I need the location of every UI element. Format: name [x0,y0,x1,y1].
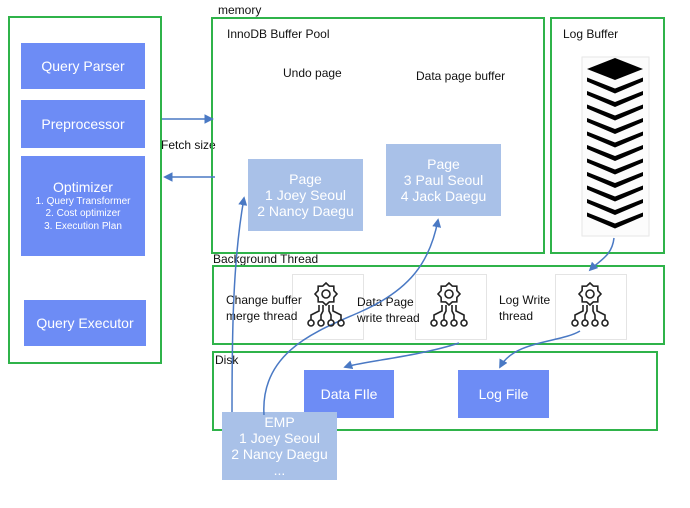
log-buffer-layer [587,172,643,188]
log-buffer-layer [587,145,643,161]
log-file-label: Log File [478,386,529,402]
query-executor-box: Query Executor [24,300,146,346]
page-2-row-2: 4 Jack Daegu [400,188,487,205]
log-write-arrow [499,330,581,369]
log-buffer-layer [587,104,643,121]
data-file-box: Data FIle [304,370,394,418]
undo-page-label: Undo page [283,66,342,80]
buffer-pool-frame [211,17,545,254]
page-1-title: Page [289,170,322,187]
page-box-1: Page 1 Joey Seoul 2 Nancy Daegu [248,159,363,231]
gear-icon [430,281,468,327]
data-file-label: Data FIle [320,386,378,402]
emp-to-page1-arrow [231,196,248,413]
emp-table-box: EMP 1 Joey Seoul 2 Nancy Daegu ... [222,412,337,480]
log-buffer-stack-icon [581,56,650,237]
page-1-row-2: 2 Nancy Daegu [257,203,354,220]
change-buffer-line-2: merge thread [226,309,298,324]
data-write-arrow [343,342,460,369]
log-buffer-frame [550,17,665,254]
log-buffer-layer [587,212,643,229]
left-panel-frame [8,16,162,364]
log-file-box: Log File [458,370,549,418]
data-page-thread-line-1: Data Page [357,295,414,309]
background-thread-title: Background Thread [213,252,319,266]
log-write-thread-line-2: thread [499,309,534,324]
optimizer-item-3: 3. Execution Plan [44,220,122,232]
page-2-row-1: 3 Paul Seoul [403,171,484,188]
log-buffer-layer [587,91,643,107]
log-buffer-layer [587,185,643,202]
disk-frame [212,351,658,431]
gear-icon [307,281,345,327]
change-buffer-line-1: Change buffer [226,293,302,307]
log-buffer-layer [587,58,643,80]
data-page-thread-label: Data Page write thread [357,294,420,326]
preprocessor-box: Preprocessor [21,100,145,148]
emp-ellipsis: ... [273,462,286,479]
buffer-pool-title: InnoDB Buffer Pool [227,27,330,41]
optimizer-box: Optimizer 1. Query Transformer 2. Cost o… [21,156,145,256]
emp-row-1: 1 Joey Seoul [239,429,320,446]
log-buffer-layer [587,199,643,215]
emp-row-2: 2 Nancy Daegu [231,446,328,462]
emp-to-page2-arrow [263,218,442,416]
log-buffer-title: Log Buffer [563,27,619,41]
log-buffer-layer [587,118,643,134]
log-buffer-layer [587,158,643,175]
optimizer-item-1: 1. Query Transformer [35,195,131,207]
page-2-title: Page [427,155,460,172]
memory-label: memory [218,3,262,17]
data-page-buffer-label: Data page buffer [416,69,506,83]
gear-icon [571,281,609,327]
optimizer-title: Optimizer [53,178,113,195]
fetch-size-label: Fetch size [161,138,216,152]
logbuffer-arrow [588,237,615,272]
log-write-thread-label: Log Write thread [499,292,550,324]
page-box-2: Page 3 Paul Seoul 4 Jack Daegu [386,144,501,216]
background-thread-frame [212,265,665,345]
emp-title: EMP [264,413,295,430]
page-1-row-1: 1 Joey Seoul [265,186,346,203]
change-buffer-label: Change buffer merge thread [226,292,302,324]
data-page-thread-line-2: write thread [357,311,420,326]
preprocessor-label: Preprocessor [41,116,125,132]
log-buffer-layer [587,77,643,94]
optimizer-item-2: 2. Cost optimizer [45,208,121,220]
query-executor-label: Query Executor [36,315,134,331]
query-parser-label: Query Parser [41,58,125,74]
log-write-thread-line-1: Log Write [499,293,551,307]
log-buffer-layer [587,131,643,148]
query-parser-box: Query Parser [21,43,145,89]
